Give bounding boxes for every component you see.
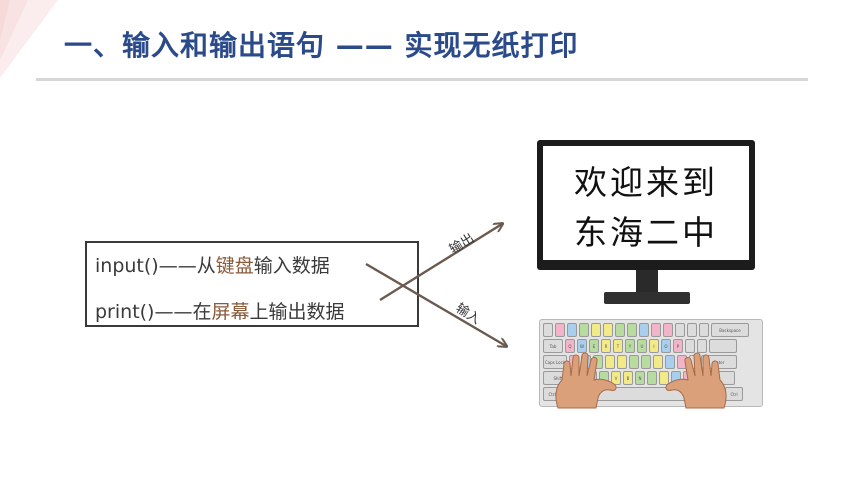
key	[627, 323, 637, 337]
keyboard-row-2: Tab Q W E R T Y U I O P	[543, 339, 737, 353]
corner-decoration	[0, 0, 58, 78]
key-p: P	[673, 339, 683, 353]
key	[665, 355, 675, 369]
key	[567, 323, 577, 337]
key	[653, 355, 663, 369]
screen-line-1: 欢迎来到	[574, 163, 718, 202]
code-box: input()——从键盘输入数据 print()——在屏幕上输出数据	[85, 241, 419, 327]
key-w: W	[577, 339, 587, 353]
print-prefix: print()——在	[95, 301, 212, 323]
title-divider	[36, 78, 808, 81]
monitor-stand-neck	[636, 270, 658, 294]
key	[641, 355, 651, 369]
key-o: O	[661, 339, 671, 353]
key-tab: Tab	[543, 339, 563, 353]
input-prefix: input()——从	[95, 255, 216, 277]
screen-word: 屏幕	[211, 301, 250, 323]
key	[675, 323, 685, 337]
keyboard-word: 键盘	[215, 255, 254, 277]
key	[639, 323, 649, 337]
key-u: U	[637, 339, 647, 353]
key	[605, 355, 615, 369]
print-description: print()——在屏幕上输出数据	[95, 297, 345, 324]
key-b: B	[623, 371, 633, 385]
key-backspace: Backspace	[711, 323, 749, 337]
key	[659, 371, 669, 385]
monitor-screen: 欢迎来到 东海二中	[543, 146, 749, 260]
input-label: 输入	[452, 300, 483, 328]
key	[699, 323, 709, 337]
key-y: Y	[625, 339, 635, 353]
keyboard-row-1: Backspace	[543, 323, 749, 337]
key	[651, 323, 661, 337]
key	[617, 355, 627, 369]
key	[615, 323, 625, 337]
key	[555, 323, 565, 337]
key	[543, 323, 553, 337]
right-hand-icon	[665, 352, 727, 409]
key	[697, 339, 707, 353]
input-suffix: 输入数据	[253, 255, 330, 277]
key	[579, 323, 589, 337]
key	[647, 371, 657, 385]
screen-line-2: 东海二中	[574, 213, 718, 252]
key-q: Q	[565, 339, 575, 353]
print-suffix: 上输出数据	[249, 301, 345, 323]
key-n: N	[635, 371, 645, 385]
key	[685, 339, 695, 353]
key-e: E	[589, 339, 599, 353]
key-r: R	[601, 339, 611, 353]
key-t: T	[613, 339, 623, 353]
key-v: V	[611, 371, 621, 385]
key-i: I	[649, 339, 659, 353]
key	[687, 323, 697, 337]
monitor: 欢迎来到 东海二中	[537, 140, 755, 270]
input-description: input()——从键盘输入数据	[95, 251, 330, 278]
monitor-stand-base	[604, 292, 690, 304]
slide-title: 一、输入和输出语句 —— 实现无纸打印	[64, 29, 579, 62]
left-hand-icon	[555, 352, 617, 409]
key	[663, 323, 673, 337]
key	[709, 339, 737, 353]
key	[603, 323, 613, 337]
output-label: 输出	[447, 231, 478, 258]
key	[591, 323, 601, 337]
key	[629, 355, 639, 369]
